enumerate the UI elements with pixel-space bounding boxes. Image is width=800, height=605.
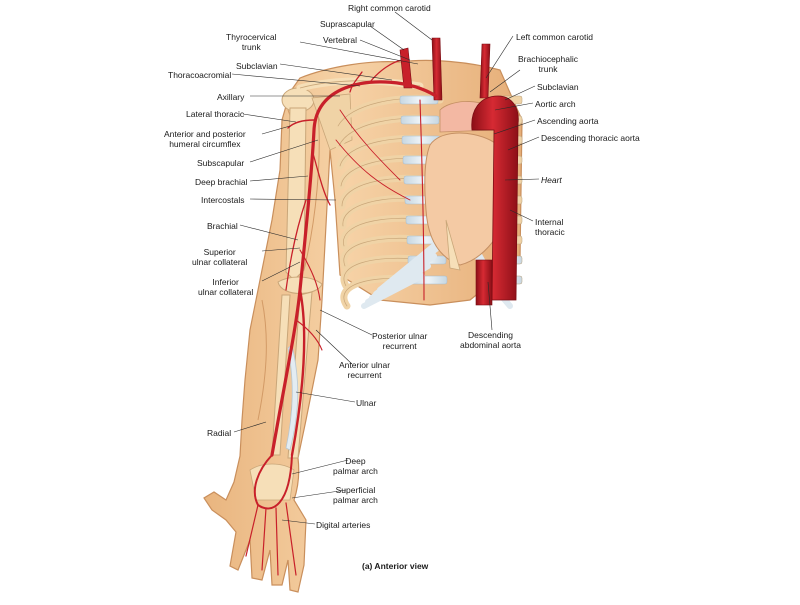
label-inferior-ulnar-collateral: Inferior ulnar collateral [198,277,254,297]
label-humeral-circumflex: Anterior and posterior humeral circumfle… [164,129,246,149]
label-right-common-carotid: Right common carotid [348,3,431,13]
label-brachial: Brachial [207,221,238,231]
arm-arteries [245,59,438,576]
figure-caption: (a) Anterior view [362,561,429,571]
leader-line [299,41,419,65]
label-digital-arteries: Digital arteries [316,520,371,530]
label-axillary: Axillary [217,92,245,102]
leader-line [249,198,337,201]
ribcage [334,94,523,310]
label-ulnar: Ulnar [356,398,377,408]
label-thoracoacromial: Thoracoacromial [168,70,232,80]
leader-line [369,25,405,51]
label-suprascapular: Suprascapular [320,19,375,29]
label-radial: Radial [207,428,232,438]
label-thyrocervical-trunk: Thyrocervical trunk [226,32,277,52]
label-posterior-ulnar-recurrent: Posterior ulnar recurrent [372,331,428,351]
leader-line [493,119,536,135]
leader-line [249,175,309,182]
leader-line [261,247,301,252]
leader-line [239,224,299,241]
label-superficial-palmar-arch: Superficial palmar arch [333,485,378,505]
heart-and-sternum [424,101,512,271]
label-heart: Heart [541,175,562,185]
label-subclavian-left: Subclavian [537,82,579,92]
costal-cartilage [399,95,439,105]
leader-line [359,39,411,61]
label-descending-abdominal-aorta: Descending abdominal aorta [460,330,521,350]
leader-line [281,519,316,525]
label-aortic-arch: Aortic arch [535,99,576,109]
label-internal-thoracic: Internal thoracic [535,217,565,237]
leader-line [279,63,393,81]
leader-line [291,489,347,499]
aorta [399,37,519,306]
leader-line [249,139,319,163]
leader-line [291,459,349,475]
leader-line [319,309,373,336]
label-subscapular: Subscapular [197,158,245,168]
leader-line [494,102,534,111]
label-superior-ulnar-collateral: Superior ulnar collateral [192,247,248,267]
leader-line [231,73,361,87]
leader-line [394,11,433,41]
label-left-common-carotid: Left common carotid [516,32,594,42]
label-anterior-ulnar-recurrent: Anterior ulnar recurrent [339,360,391,380]
leader-line [261,125,291,135]
costal-cartilage [400,115,440,125]
leader-line [507,136,540,151]
leader-line [295,391,356,403]
leader-line [509,209,534,222]
arm-bones [249,77,424,501]
label-brachiocephalic-trunk: Brachiocephalic trunk [518,54,579,74]
lower-cartilage [361,273,425,309]
label-intercostals: Intercostals [201,195,245,205]
label-deep-brachial: Deep brachial [195,177,248,187]
label-descending-thoracic-aorta: Descending thoracic aorta [541,133,640,143]
leader-line [261,261,301,282]
leader-line [233,421,267,433]
label-subclavian-right: Subclavian [236,61,278,71]
label-ascending-aorta: Ascending aorta [537,116,599,126]
leader-line [489,69,521,93]
leader-line [242,113,297,123]
leader-line [315,329,353,365]
label-vertebral: Vertebral [323,35,358,45]
leader-line [487,281,493,331]
leader-line [485,35,514,79]
label-lateral-thoracic: Lateral thoracic [186,109,245,119]
leader-lines [231,11,540,525]
leader-line [504,85,536,101]
leader-line [504,178,540,181]
label-deep-palmar-arch: Deep palmar arch [333,456,378,476]
